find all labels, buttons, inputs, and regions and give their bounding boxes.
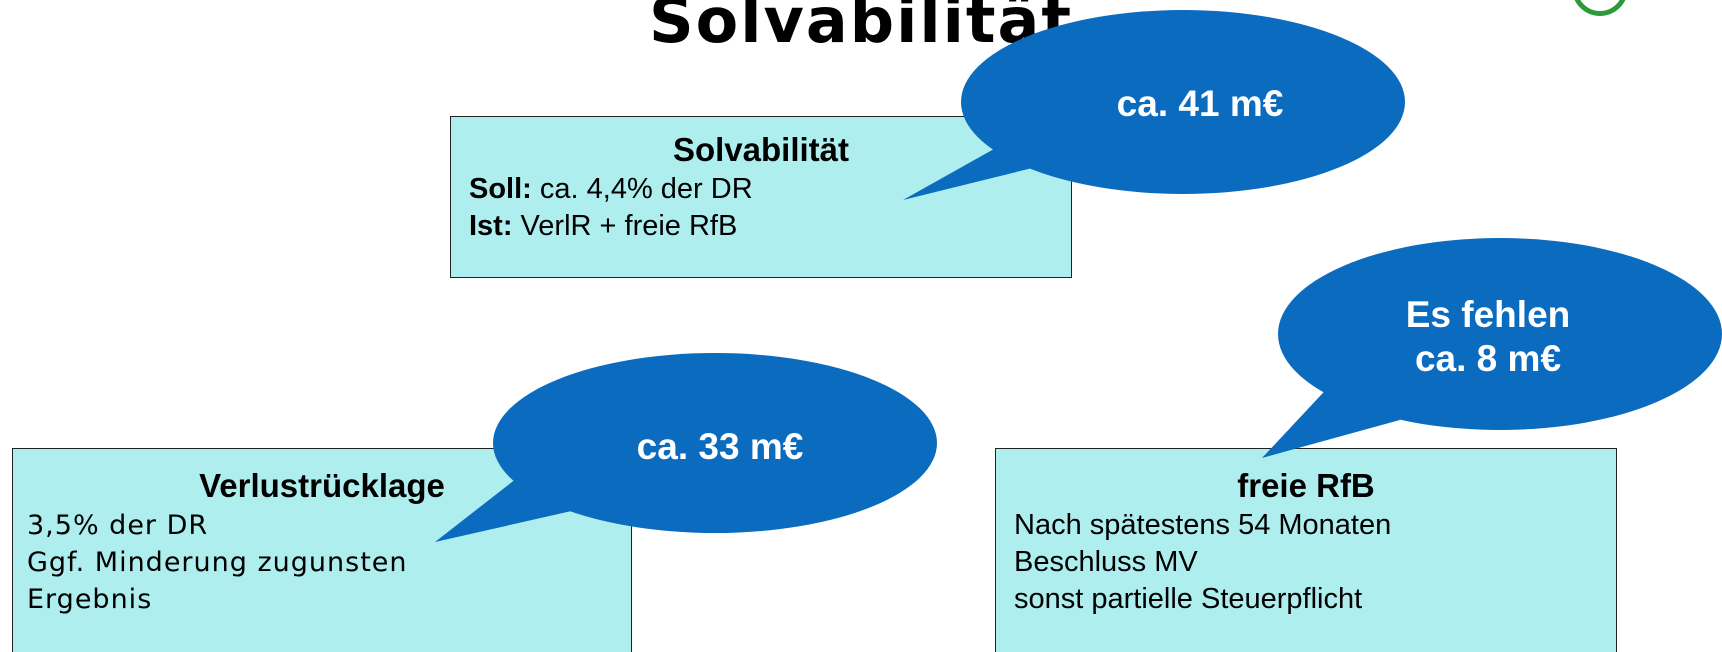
ist-text: VerlR + freie RfB [512, 210, 738, 242]
ist-line: Ist: VerlR + freie RfB [469, 208, 1053, 245]
verlustruecklage-line-3: Ergebnis [27, 584, 153, 615]
ist-label: Ist: [469, 210, 513, 242]
freie-rfb-line-1: Nach spätestens 54 Monaten [1014, 509, 1392, 541]
verlustruecklage-line-2: Ggf. Minderung zugunsten [27, 547, 408, 578]
freie-rfb-line-3: sonst partielle Steuerpflicht [1014, 583, 1363, 615]
slide-title: Solvabilität [648, 0, 1073, 57]
verlustruecklage-line-1: 3,5% der DR [27, 510, 209, 541]
solvabilitaet-heading: Solvabilität [672, 131, 850, 168]
soll-text: ca. 4,4% der DR [531, 173, 753, 205]
verlustruecklage-box: Verlustrücklage 3,5% der DR Ggf. Minderu… [12, 448, 632, 652]
bubble-freie-rfb-line-2: ca. 8 m€ [1414, 338, 1562, 379]
soll-line: Soll: ca. 4,4% der DR [469, 171, 1053, 208]
solvabilitaet-box: Solvabilität Soll: ca. 4,4% der DR Ist: … [450, 116, 1072, 278]
freie-rfb-line-2: Beschluss MV [1014, 546, 1198, 578]
bubble-verlustruecklage-text: ca. 33 m€ [636, 426, 804, 467]
freie-rfb-heading: freie RfB [1237, 467, 1375, 504]
bubble-freie-rfb-line-1: Es fehlen [1405, 294, 1571, 335]
bubble-solvabilitaet-text: ca. 41 m€ [1116, 83, 1284, 124]
soll-label: Soll: [469, 173, 532, 205]
freie-rfb-box: freie RfB Nach spätestens 54 Monaten Bes… [995, 448, 1617, 652]
bubble-freie-rfb-text: Es fehlen ca. 8 m€ [1338, 293, 1638, 381]
verlustruecklage-heading: Verlustrücklage [199, 467, 445, 504]
